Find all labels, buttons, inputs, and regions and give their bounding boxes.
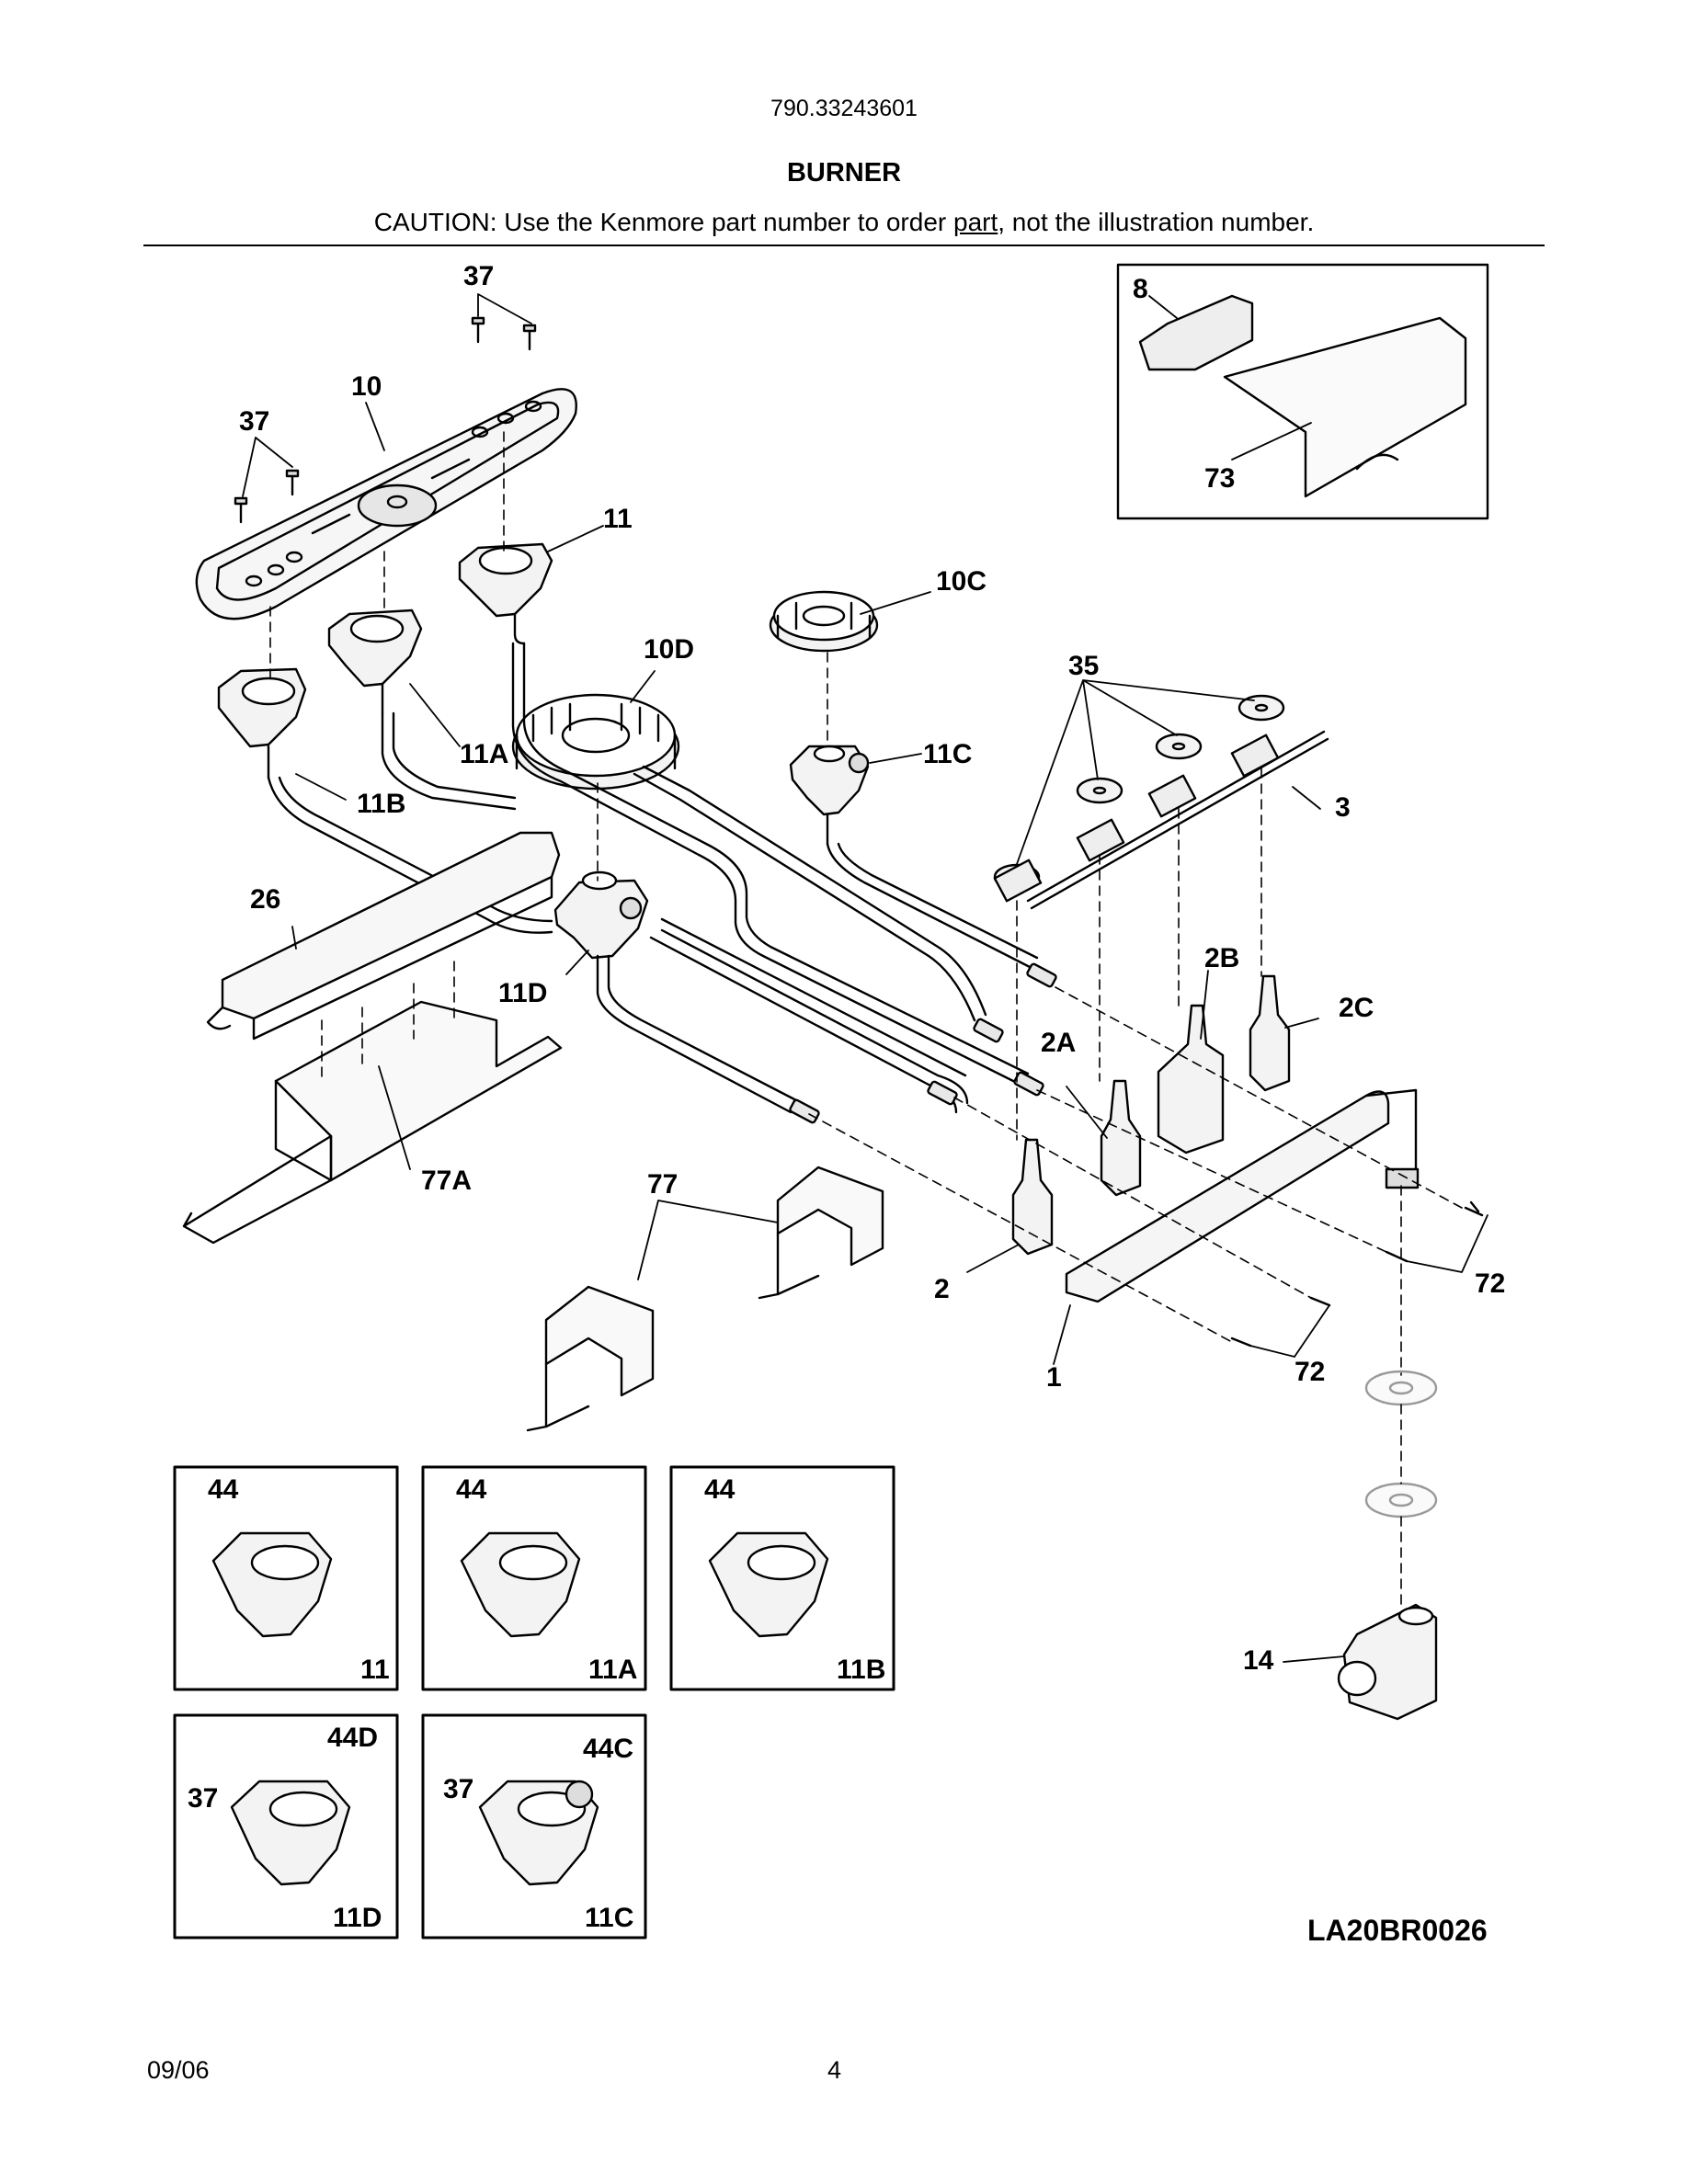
drawing-code: LA20BR0026	[1307, 1914, 1488, 1947]
callout-35: 35	[1068, 651, 1099, 681]
panel-1-fastener-label: 44	[208, 1474, 239, 1505]
model-number: 790.33243601	[770, 96, 918, 121]
burner-plate-part-10	[195, 388, 577, 620]
callout-77A: 77A	[421, 1166, 472, 1196]
burner-cap-part-10C	[769, 590, 879, 653]
panel-1-burner-label: 11	[360, 1655, 390, 1685]
callout-11: 11	[603, 504, 633, 534]
burner-head-11A	[327, 609, 423, 715]
header-rule	[143, 245, 1545, 246]
panel-4-screw-label: 37	[188, 1783, 218, 1814]
caution-suffix: , not the illustration number.	[998, 208, 1315, 236]
spark-switches-part-35	[993, 694, 1329, 910]
callout-3: 3	[1335, 792, 1351, 823]
caution-underlined-word: part	[953, 208, 998, 236]
burner-head-11B	[217, 667, 307, 779]
panel-4-fastener-label: 44D	[327, 1723, 378, 1753]
callout-37-top: 37	[463, 261, 494, 291]
burner-head-11	[458, 542, 553, 645]
callout-labels: 37 10 37 11 10C 10D 35 11C 11A 11B 3 26 …	[188, 261, 1505, 1933]
callout-26: 26	[250, 884, 280, 915]
section-title: BURNER	[786, 158, 902, 188]
tube-fittings	[789, 962, 1057, 1124]
igniter-module-box	[1116, 263, 1489, 520]
burner-head-11D	[553, 870, 649, 960]
callout-11A: 11A	[460, 739, 508, 769]
callout-2A: 2A	[1041, 1028, 1076, 1058]
footer-date: 09/06	[147, 2056, 210, 2084]
detail-panel-burners	[211, 1531, 829, 1886]
callout-2B: 2B	[1204, 943, 1239, 973]
callout-11D: 11D	[498, 978, 547, 1008]
callout-11C: 11C	[923, 739, 972, 769]
callout-leader-lines	[242, 293, 1488, 1663]
panel-3-burner-label: 11B	[837, 1655, 885, 1685]
panel-5-screw-label: 37	[443, 1774, 473, 1804]
callout-72-bottom: 72	[1295, 1357, 1325, 1387]
regulator-part-14	[1337, 1370, 1438, 1721]
panel-3-fastener-label: 44	[704, 1474, 736, 1505]
detail-panel-frames	[173, 1465, 895, 1939]
panel-5-burner-label: 11C	[585, 1903, 633, 1933]
callout-77: 77	[647, 1169, 678, 1200]
caution-prefix: CAUTION: Use the Kenmore part number to …	[373, 208, 953, 236]
callout-10: 10	[351, 371, 382, 402]
panel-5-fastener-label: 44C	[583, 1734, 633, 1764]
callout-10C: 10C	[936, 566, 987, 597]
callout-8: 8	[1133, 274, 1148, 304]
callout-2C: 2C	[1339, 993, 1374, 1023]
panel-2-fastener-label: 44	[456, 1474, 487, 1505]
callout-11B: 11B	[357, 789, 405, 819]
gas-valves	[1011, 974, 1291, 1256]
callout-37-left: 37	[239, 406, 269, 437]
callout-10D: 10D	[644, 634, 694, 665]
burner-head-11C	[789, 745, 870, 846]
callout-73: 73	[1204, 463, 1235, 494]
callout-2: 2	[934, 1274, 950, 1304]
assembly-guide-lines	[269, 431, 1463, 1606]
bracket-part-77	[526, 1166, 884, 1432]
burner-cap-part-10D	[511, 693, 680, 791]
callout-14: 14	[1243, 1645, 1274, 1676]
bracket-part-77A	[182, 1000, 563, 1245]
panel-4-burner-label: 11D	[333, 1903, 382, 1933]
manifold-part-1	[1065, 1088, 1420, 1303]
callout-72-right: 72	[1475, 1268, 1505, 1299]
gas-tubes	[267, 642, 1039, 1114]
screw-part-37-top	[234, 316, 537, 524]
caution-note: CAUTION: Use the Kenmore part number to …	[0, 208, 1688, 237]
panel-2-burner-label: 11A	[588, 1655, 637, 1685]
screws-part-72	[1230, 1200, 1484, 1348]
footer-page-number: 4	[827, 2056, 842, 2084]
bracket-part-26	[206, 831, 561, 1041]
callout-1: 1	[1046, 1362, 1062, 1393]
